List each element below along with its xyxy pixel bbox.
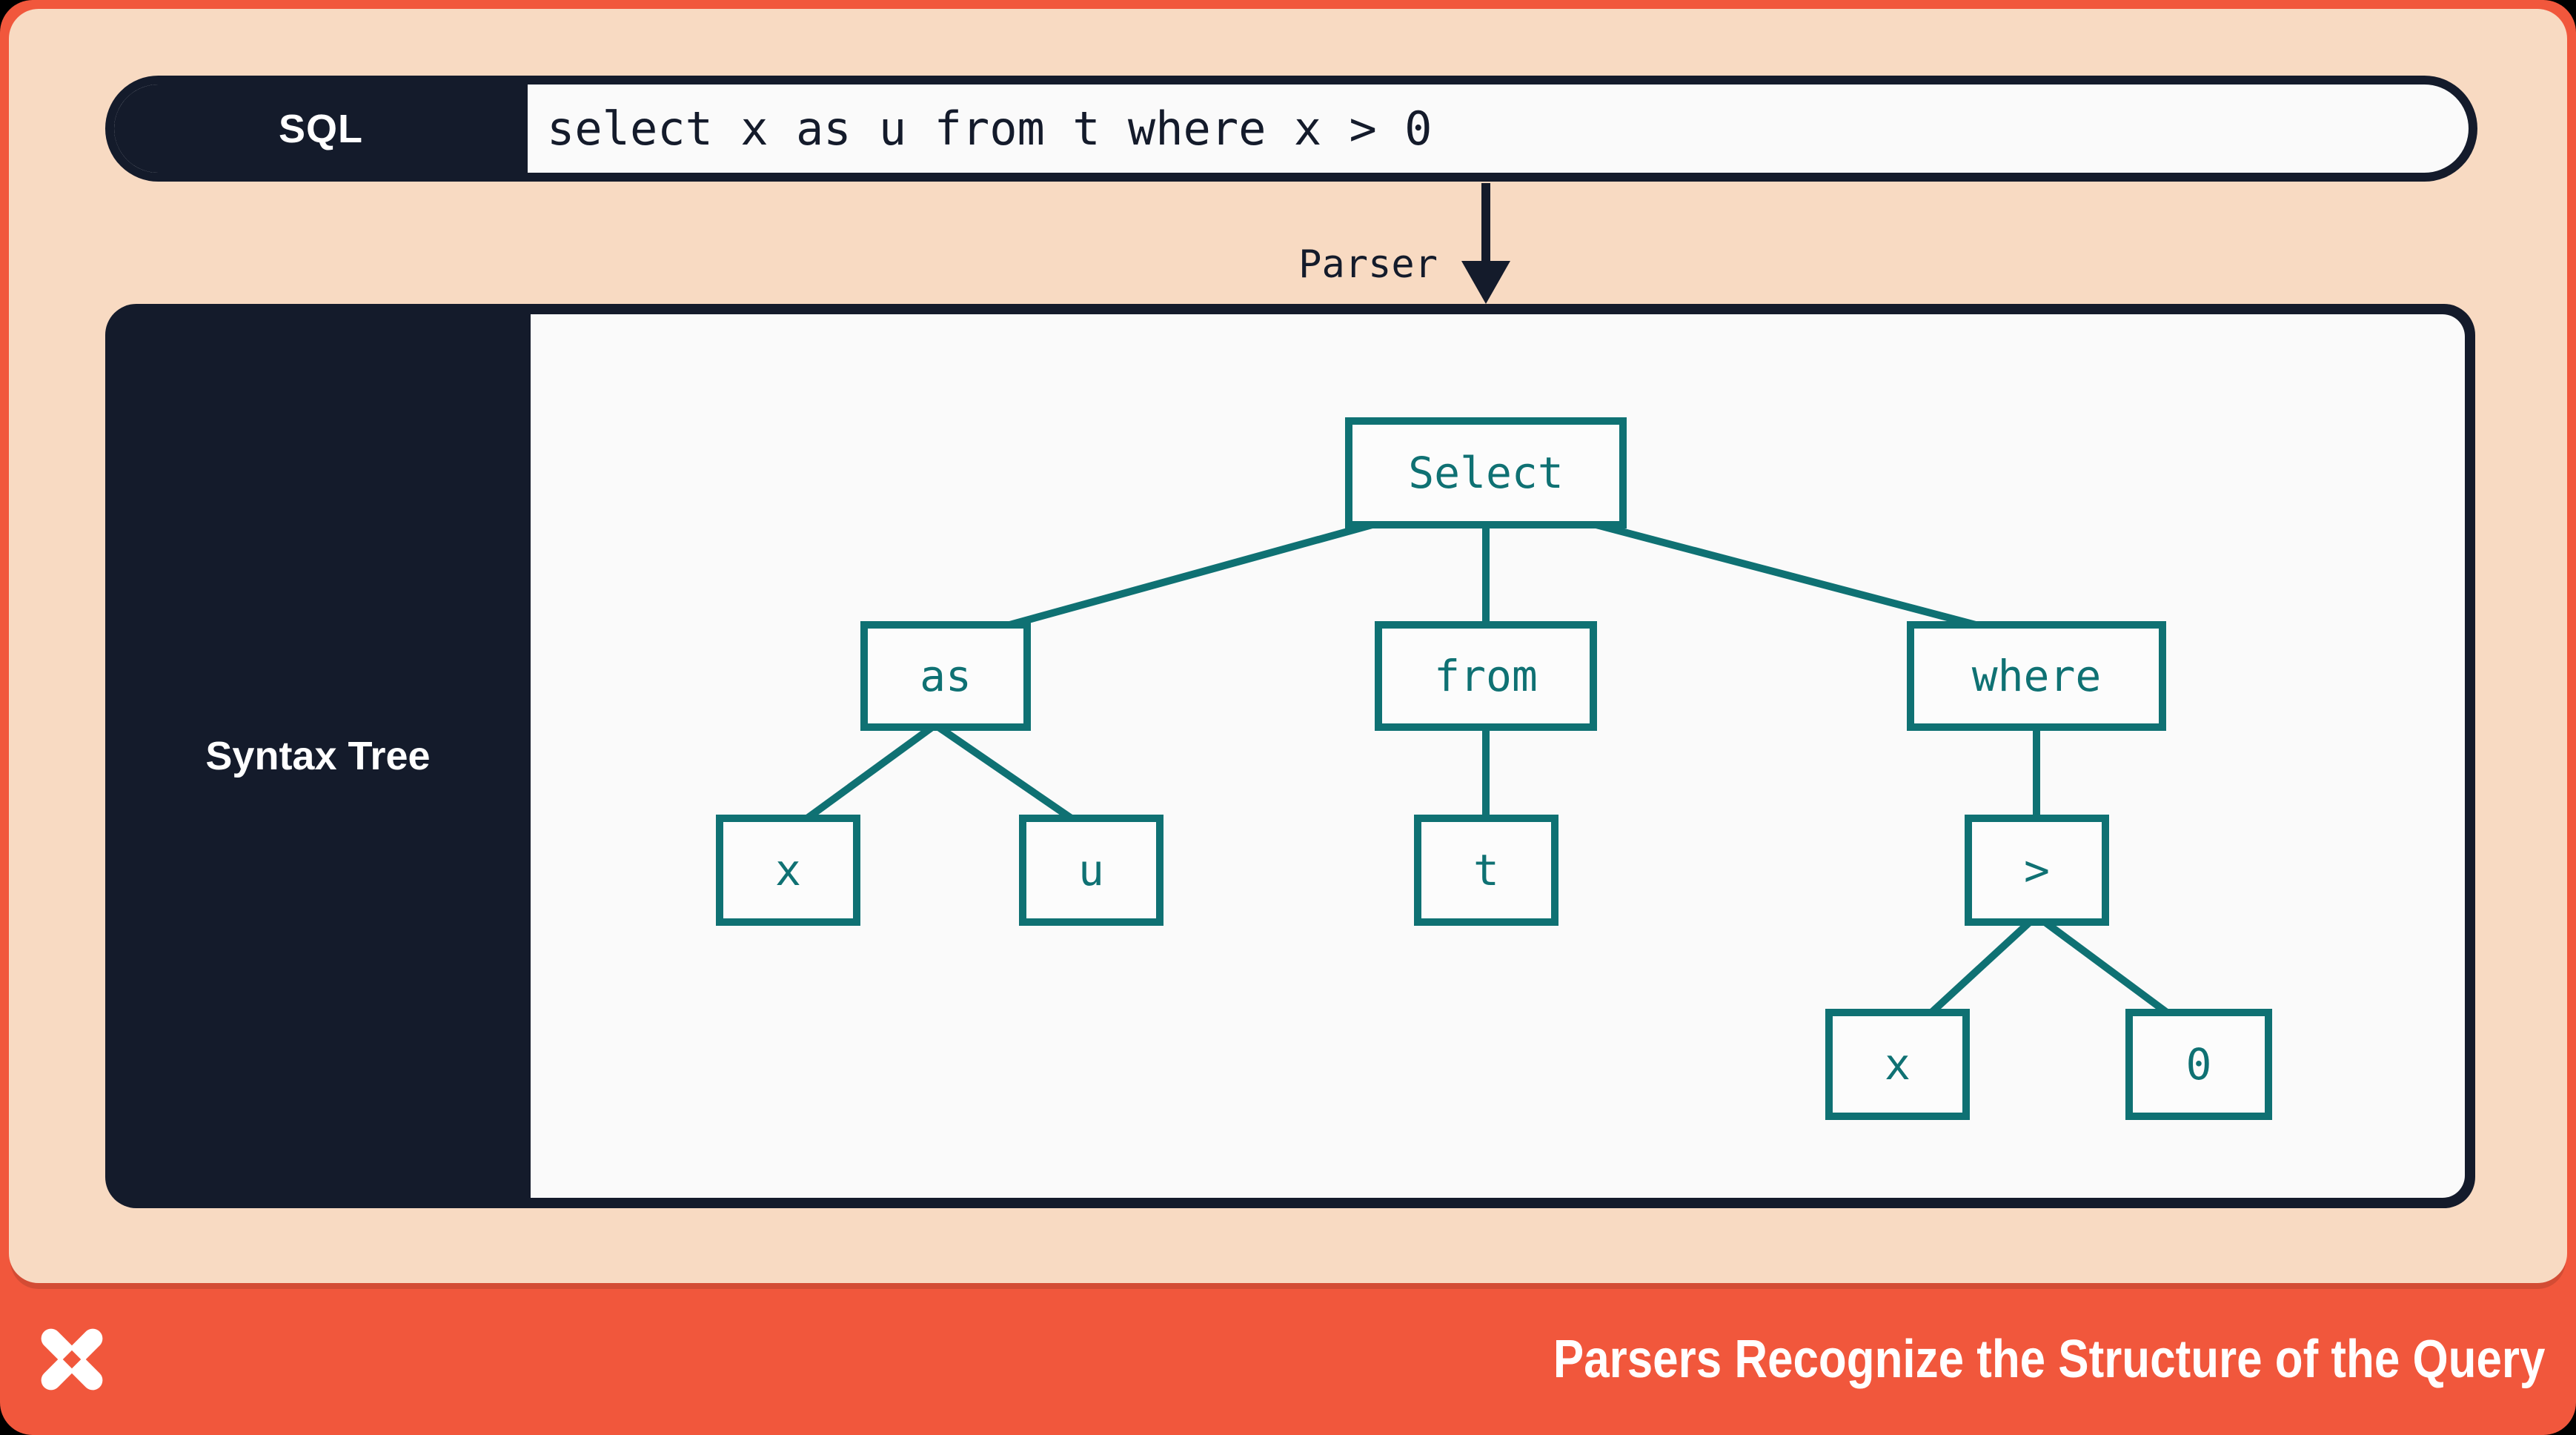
tree-node-from: from (1375, 621, 1597, 731)
sql-bar: SQL select x as u from t where x > 0 (105, 76, 2477, 182)
tree-node-t: t (1414, 815, 1558, 926)
footer-title: Parsers Recognize the Structure of the Q… (1553, 1329, 2545, 1389)
tree-node-x-under-gt: x (1825, 1009, 1970, 1120)
syntax-tree-box: Syntax Tree (105, 304, 2475, 1208)
sql-label: SQL (114, 84, 528, 173)
sql-query-text: select x as u from t where x > 0 (547, 102, 1433, 156)
parser-label: Parser (1298, 242, 1438, 287)
footer-bar: Parsers Recognize the Structure of the Q… (0, 1283, 2576, 1435)
tree-node-where: where (1907, 621, 2166, 731)
four-point-star-x-logo-icon (41, 1328, 103, 1390)
tree-node-as: as (860, 621, 1031, 731)
tree-node-zero: 0 (2125, 1009, 2272, 1120)
tree-node-greater-than: > (1965, 815, 2109, 926)
syntax-tree-label: Syntax Tree (205, 734, 431, 778)
tree-node-u: u (1019, 815, 1163, 926)
tree-node-select: Select (1345, 417, 1627, 528)
tree-node-x-under-as: x (716, 815, 860, 926)
